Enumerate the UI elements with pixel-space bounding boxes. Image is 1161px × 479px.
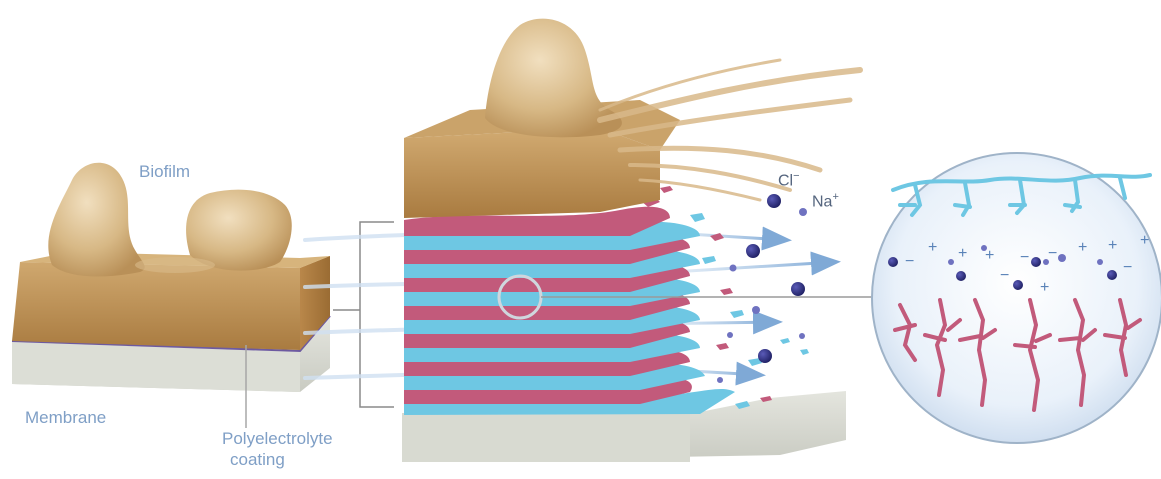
center-stack: [402, 19, 880, 462]
chloride-symbol: Cl: [778, 172, 793, 189]
membrane-label: Membrane: [25, 408, 106, 428]
sodium-symbol: Na: [812, 193, 832, 210]
svg-text:+: +: [1108, 237, 1117, 254]
chloride-ion-label: Cl−: [778, 170, 800, 190]
ions-center: [717, 194, 807, 383]
coating-label-line1: Polyelectrolyte: [222, 429, 333, 449]
svg-text:−: −: [1123, 259, 1132, 276]
svg-text:−: −: [1048, 245, 1057, 262]
svg-text:+: +: [928, 239, 937, 256]
biofilm-label: Biofilm: [139, 162, 190, 182]
magnified-view: − + + + − − + + − + − +: [872, 153, 1161, 443]
polyelectrolyte-layers: [404, 207, 735, 415]
svg-text:+: +: [1078, 239, 1087, 256]
bracket: [333, 222, 394, 407]
svg-text:+: +: [958, 245, 967, 262]
left-membrane-block: [12, 163, 330, 392]
svg-text:−: −: [1020, 249, 1029, 266]
svg-text:−: −: [905, 253, 914, 270]
svg-text:+: +: [1140, 232, 1149, 249]
svg-text:+: +: [1040, 279, 1049, 296]
sodium-charge: +: [832, 191, 838, 203]
sodium-ion-label: Na+: [812, 191, 839, 211]
biofilm-wisps: [600, 60, 860, 200]
svg-text:−: −: [1000, 267, 1009, 284]
chloride-charge: −: [793, 170, 799, 182]
coating-label-line2: coating: [230, 450, 285, 470]
